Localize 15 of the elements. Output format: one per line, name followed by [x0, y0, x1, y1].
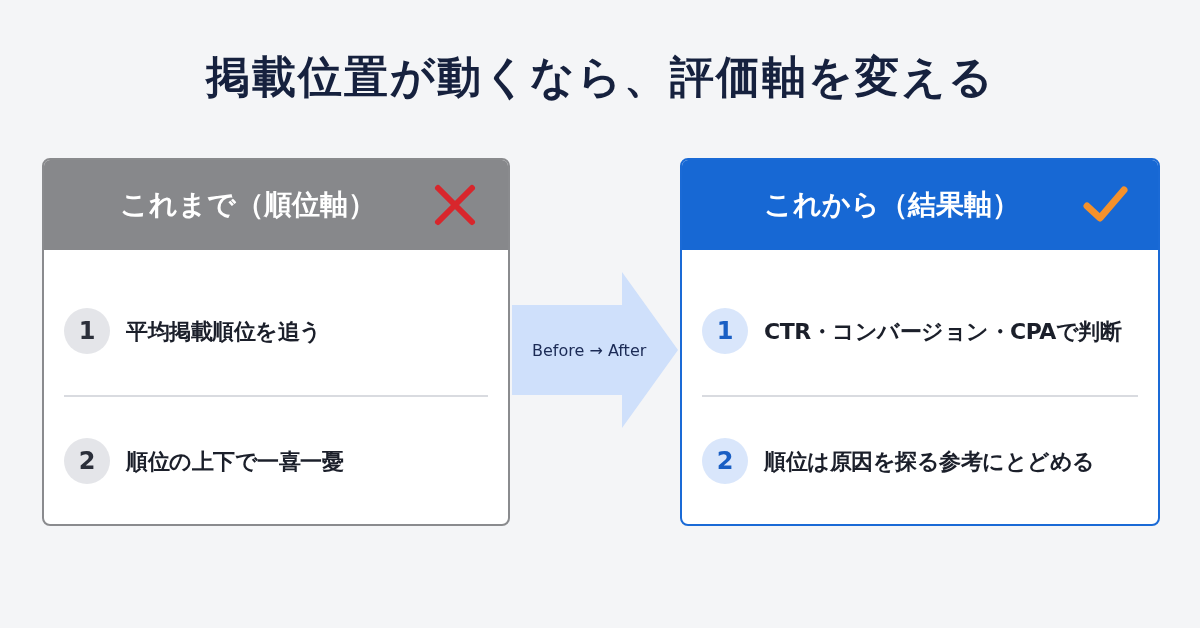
number-badge: 1	[64, 308, 110, 354]
block-arrow	[512, 272, 678, 428]
item-text: 順位は原因を探る参考にとどめる	[764, 448, 1095, 476]
edge-label: Before → After	[532, 341, 647, 360]
item-text: 順位の上下で一喜一憂	[126, 448, 343, 476]
comparison-card	[42, 158, 510, 526]
title: 掲載位置が動くなら、評価軸を変える	[204, 50, 996, 104]
card-title: これまで（順位軸）	[120, 187, 376, 223]
number-badge: 2	[64, 438, 110, 484]
number-badge: 1	[702, 308, 748, 354]
item-text: 平均掲載順位を追う	[126, 318, 322, 346]
item-text: CTR・コンバージョン・CPAで判断	[764, 318, 1122, 346]
comparison-card	[680, 158, 1160, 526]
card-title: これから（結果軸）	[764, 187, 1020, 223]
number-badge: 2	[702, 438, 748, 484]
